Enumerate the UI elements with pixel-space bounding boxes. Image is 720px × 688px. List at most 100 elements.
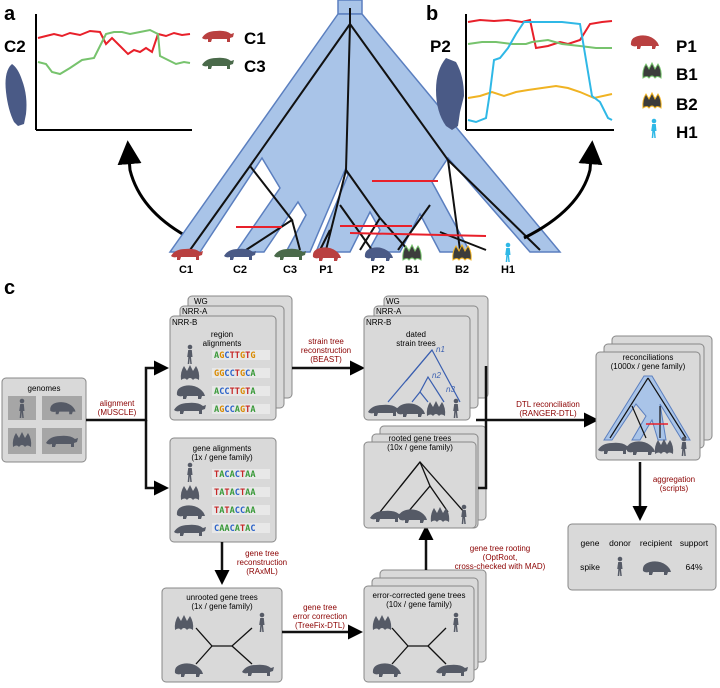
region-alignments-stack: WG NRR-A NRR-B region alignments AGCTTGT… xyxy=(169,295,293,421)
strain-title-2: strain trees xyxy=(396,339,436,348)
panel-b-right-label-b1: B1 xyxy=(676,65,698,84)
unrooted-title-1: unrooted gene trees xyxy=(186,593,258,602)
strain-node-n2: n2 xyxy=(432,371,441,380)
leaf-h1-icon xyxy=(505,242,511,262)
reconciliations-title-2: (1000x / gene family) xyxy=(611,362,686,371)
rooted-title-1: rooted gene trees xyxy=(389,434,452,443)
reconciliations-title-1: reconciliations xyxy=(623,353,674,362)
strain-node-n1: n1 xyxy=(436,345,445,354)
unrooted-gene-trees-box: unrooted gene trees (1x / gene family) xyxy=(161,587,283,683)
species-tree: C1 C2 C3 P1 P2 B1 B2 H1 xyxy=(168,0,562,276)
panel-a-left-label: C2 xyxy=(4,37,26,56)
sequence-background xyxy=(212,368,270,378)
error-corrected-bat-icon xyxy=(372,615,392,630)
rooted-bat-icon xyxy=(430,507,450,522)
strain-node-n3: n3 xyxy=(446,385,455,394)
unrooted-bat-icon xyxy=(174,615,194,630)
recon-label-1: gene tree xyxy=(245,549,279,558)
human-h1-icon xyxy=(651,118,657,138)
strain-title-1: dated xyxy=(406,330,426,339)
strain-bat-icon xyxy=(426,401,446,416)
error-corrected-title-2: (10x / gene family) xyxy=(386,600,452,609)
panel-a: a C2 C1 C3 xyxy=(4,3,266,238)
sequence-background xyxy=(212,523,270,533)
region-stack-label-wg: WG xyxy=(194,297,208,306)
strain-arrow-label-3: (BEAST) xyxy=(310,355,342,364)
panel-b-right-label-h1: H1 xyxy=(676,123,698,142)
table-header-gene: gene xyxy=(581,538,600,548)
panel-b-red-line xyxy=(467,18,613,50)
panel-c: c genomes alignment (MUSCLE) WG NRR-A NR… xyxy=(1,277,717,683)
error-label-2: error correction xyxy=(293,612,347,621)
aggregation-label-1: aggregation xyxy=(653,475,695,484)
leaf-label-c2: C2 xyxy=(233,264,247,276)
sequence-background xyxy=(212,404,270,414)
panel-a-right-label-c3: C3 xyxy=(244,57,266,76)
panel-a-green-line xyxy=(37,28,191,76)
unrooted-title-2: (1x / gene family) xyxy=(191,602,253,611)
alignment-label-1: alignment xyxy=(100,399,135,408)
reconciliations-stack: reconciliations (1000x / gene family) xyxy=(595,335,713,461)
sequence-row: GGCCTGCA xyxy=(214,369,256,379)
panel-b-cyan-line xyxy=(467,21,613,124)
genomes-box: genomes xyxy=(1,377,87,463)
civet-c1-icon xyxy=(202,30,234,42)
leaf-label-b2: B2 xyxy=(455,264,469,276)
strain-stack-label-nrra: NRR-A xyxy=(376,307,402,316)
panel-c-letter: c xyxy=(4,277,15,299)
genomes-title: genomes xyxy=(28,384,61,393)
sequence-row: AGCTTGTG xyxy=(214,351,256,361)
sequence-background xyxy=(212,350,270,360)
pangolin-p2-icon xyxy=(436,58,464,130)
panel-b-right-label-b2: B2 xyxy=(676,95,698,114)
region-title-1: region xyxy=(211,330,233,339)
error-corrected-tree-drawing xyxy=(391,627,447,665)
tree-transfer-lines xyxy=(236,180,487,237)
region-stack-label-nrra: NRR-A xyxy=(182,307,208,316)
sequence-row: TACACTAA xyxy=(214,470,256,480)
strain-arrow-label-1: strain tree xyxy=(308,337,344,346)
rooting-label-1: gene tree rooting xyxy=(470,544,531,553)
panel-b-right-label-p1: P1 xyxy=(676,37,697,56)
rooted-gene-trees-stack: rooted gene trees (10x / gene family) xyxy=(363,425,487,529)
tree-inner-lines xyxy=(189,8,541,251)
sequence-row: AGCCAGTA xyxy=(214,405,256,415)
table-cell-gene: spike xyxy=(580,562,600,572)
panel-b-left-label: P2 xyxy=(430,37,451,56)
recon-label-2: reconstruction xyxy=(237,558,287,567)
civet-c2-icon xyxy=(5,64,27,126)
gene-sequences: TACACTAA TATACTAA TATACCAA CAACATAC xyxy=(212,469,270,534)
dtl-merge-line xyxy=(478,366,488,490)
panel-b-letter: b xyxy=(426,3,438,25)
leaf-label-c3: C3 xyxy=(283,264,297,276)
leaf-b1-icon xyxy=(402,244,422,261)
sequence-row: CAACATAC xyxy=(214,524,256,534)
reconciliation-species-tree xyxy=(603,375,691,441)
error-label-3: (TreeFix-DTL) xyxy=(295,621,345,630)
sequence-row: TATACTAA xyxy=(214,488,256,498)
gene-align-title-1: gene alignments xyxy=(193,444,252,453)
dtl-label-2: (RANGER-DTL) xyxy=(519,409,577,418)
sequence-background xyxy=(212,505,270,515)
panel-b-arrow xyxy=(523,140,603,240)
genome-bat-icon xyxy=(12,432,32,447)
rooting-label-3: cross-checked with MAD) xyxy=(455,562,546,571)
strain-tree-drawing xyxy=(387,348,461,403)
sequence-row: ACCTTGTA xyxy=(214,387,256,397)
region-stack-label-nrrb: NRR-B xyxy=(172,318,197,327)
unrooted-tree-drawing xyxy=(195,627,253,665)
panel-a-right-label-c1: C1 xyxy=(244,29,266,48)
bat-b1-icon xyxy=(642,62,662,79)
strain-arrow-label-2: reconstruction xyxy=(301,346,351,355)
result-table: gene donor recipient support spike 64% xyxy=(567,523,717,591)
reconciliation-bat-icon xyxy=(654,439,674,454)
strain-trees-stack: WG NRR-A NRR-B dated strain trees n1 n2 … xyxy=(363,295,489,421)
panel-a-red-line xyxy=(37,29,191,56)
strain-stack-label-wg: WG xyxy=(386,297,400,306)
sequence-row: TATACCAA xyxy=(214,506,256,516)
tree-outer-shape xyxy=(168,13,562,253)
panel-a-letter: a xyxy=(4,3,16,25)
sequence-background xyxy=(212,386,270,396)
civet-c3-icon xyxy=(202,57,234,69)
